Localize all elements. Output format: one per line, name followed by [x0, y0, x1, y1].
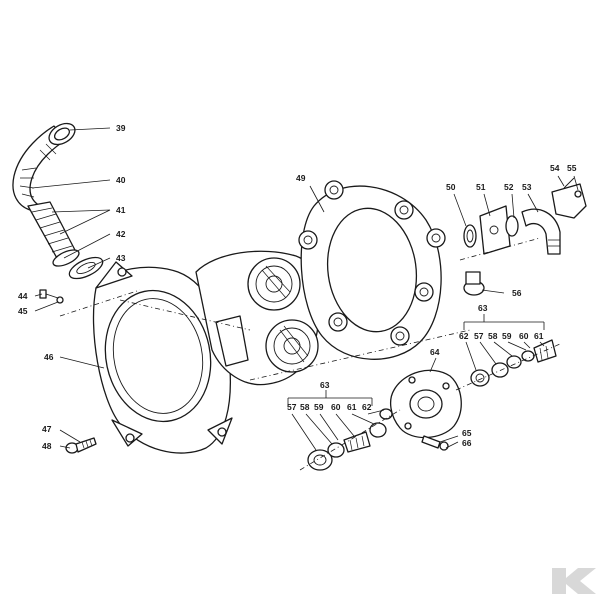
callout-64: 64 — [430, 347, 440, 357]
brand-logo-watermark — [552, 568, 596, 594]
elbow-hose-assembly — [12, 122, 104, 280]
callout-40: 40 — [116, 175, 126, 185]
callout-44: 44 — [18, 291, 28, 301]
callout-59-right: 59 — [502, 331, 512, 341]
callout-58-right: 58 — [488, 331, 498, 341]
callout-45: 45 — [18, 306, 28, 316]
callout-57-right: 57 — [474, 331, 484, 341]
callout-61-right: 61 — [534, 331, 544, 341]
gearbox-body — [195, 250, 321, 386]
callout-49: 49 — [296, 173, 306, 183]
callout-48: 48 — [42, 441, 52, 451]
callout-46: 46 — [44, 352, 54, 362]
bracket-54-55 — [551, 177, 587, 219]
bolt-65-66 — [421, 435, 449, 451]
callout-50: 50 — [446, 182, 456, 192]
bolt-47-48 — [65, 437, 97, 454]
callout-41: 41 — [116, 205, 126, 215]
callout-60-right: 60 — [519, 331, 529, 341]
callout-63-left: 63 — [320, 380, 330, 390]
bell-housing — [92, 261, 233, 454]
cover-64 — [389, 369, 462, 439]
callout-47: 47 — [42, 424, 52, 434]
callout-53: 53 — [522, 182, 532, 192]
flange-ring — [298, 180, 446, 360]
callout-60-left: 60 — [331, 402, 341, 412]
seal-set-right — [470, 339, 557, 387]
callout-55: 55 — [567, 163, 577, 173]
callout-63-right: 63 — [478, 303, 488, 313]
callout-42: 42 — [116, 229, 126, 239]
callout-54: 54 — [550, 163, 560, 173]
callout-66: 66 — [462, 438, 472, 448]
callout-58-left: 58 — [300, 402, 310, 412]
bolt-44-45 — [39, 289, 64, 304]
callout-52: 52 — [504, 182, 514, 192]
callout-61-left: 61 — [347, 402, 357, 412]
callout-62-left: 62 — [362, 402, 372, 412]
callout-56: 56 — [512, 288, 522, 298]
callout-62-right: 62 — [459, 331, 469, 341]
centerlines — [59, 237, 561, 471]
leader-lines — [31, 127, 579, 451]
seal-set-left — [307, 408, 393, 471]
plug-56 — [463, 271, 485, 296]
fitting-row-50-53 — [463, 205, 561, 255]
callout-51: 51 — [476, 182, 486, 192]
callout-65: 65 — [462, 428, 472, 438]
callout-43: 43 — [116, 253, 126, 263]
callout-39: 39 — [116, 123, 126, 133]
callout-labels: 39 40 41 42 43 44 45 46 47 48 49 50 51 5… — [18, 123, 577, 451]
callout-59-left: 59 — [314, 402, 324, 412]
callout-57-left: 57 — [287, 402, 297, 412]
